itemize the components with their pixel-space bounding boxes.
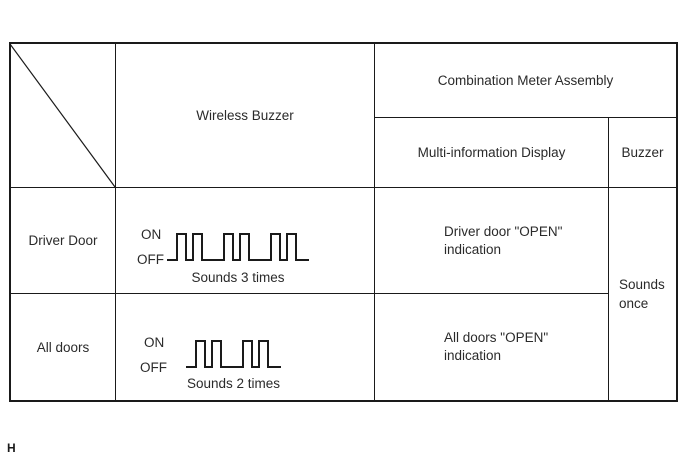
table-border-bottom: [9, 400, 678, 402]
header-combination-meter-assembly: Combination Meter Assembly: [437, 73, 614, 88]
driver-waveform-off-label: OFF: [137, 252, 164, 267]
row-label-driver-door: Driver Door: [28, 233, 98, 248]
corner-cell-diagonal: [10, 44, 116, 188]
row-label-all-doors: All doors: [36, 339, 90, 355]
header-buzzer: Buzzer: [621, 145, 664, 160]
page-marker: H: [7, 441, 16, 455]
driver-door-buzzer-waveform: [167, 233, 309, 261]
table-border-left: [9, 42, 11, 402]
buzzer-behavior-merged-cell: Sounds once: [609, 188, 676, 400]
divider-row-1: [9, 293, 608, 294]
all-doors-indication-text: All doors "OPEN" indication: [444, 330, 549, 363]
all-doors-waveform-on-label: ON: [144, 335, 165, 350]
divider-col-1: [115, 43, 116, 401]
divider-header-sub: [374, 117, 678, 118]
driver-door-display-indication: Driver door "OPEN" indication: [375, 188, 608, 293]
driver-waveform-caption: Sounds 3 times: [191, 270, 285, 285]
all-doors-waveform-off-label: OFF: [140, 360, 167, 375]
divider-col-2: [374, 43, 375, 401]
divider-header-bottom: [9, 187, 678, 188]
buzzer-behavior-text: Sounds once: [619, 277, 665, 311]
table-border-top: [9, 42, 678, 44]
divider-col-3: [608, 117, 609, 401]
all-doors-display-indication: All doors "OPEN" indication: [375, 294, 608, 400]
driver-waveform-on-label: ON: [141, 227, 162, 242]
table-border-right: [676, 42, 678, 402]
all-doors-waveform-caption: Sounds 2 times: [186, 376, 281, 391]
driver-door-indication-text: Driver door "OPEN" indication: [444, 223, 563, 257]
header-multi-information-display: Multi-information Display: [417, 145, 566, 160]
all-doors-buzzer-waveform: [186, 340, 281, 368]
header-wireless-buzzer: Wireless Buzzer: [196, 108, 294, 123]
